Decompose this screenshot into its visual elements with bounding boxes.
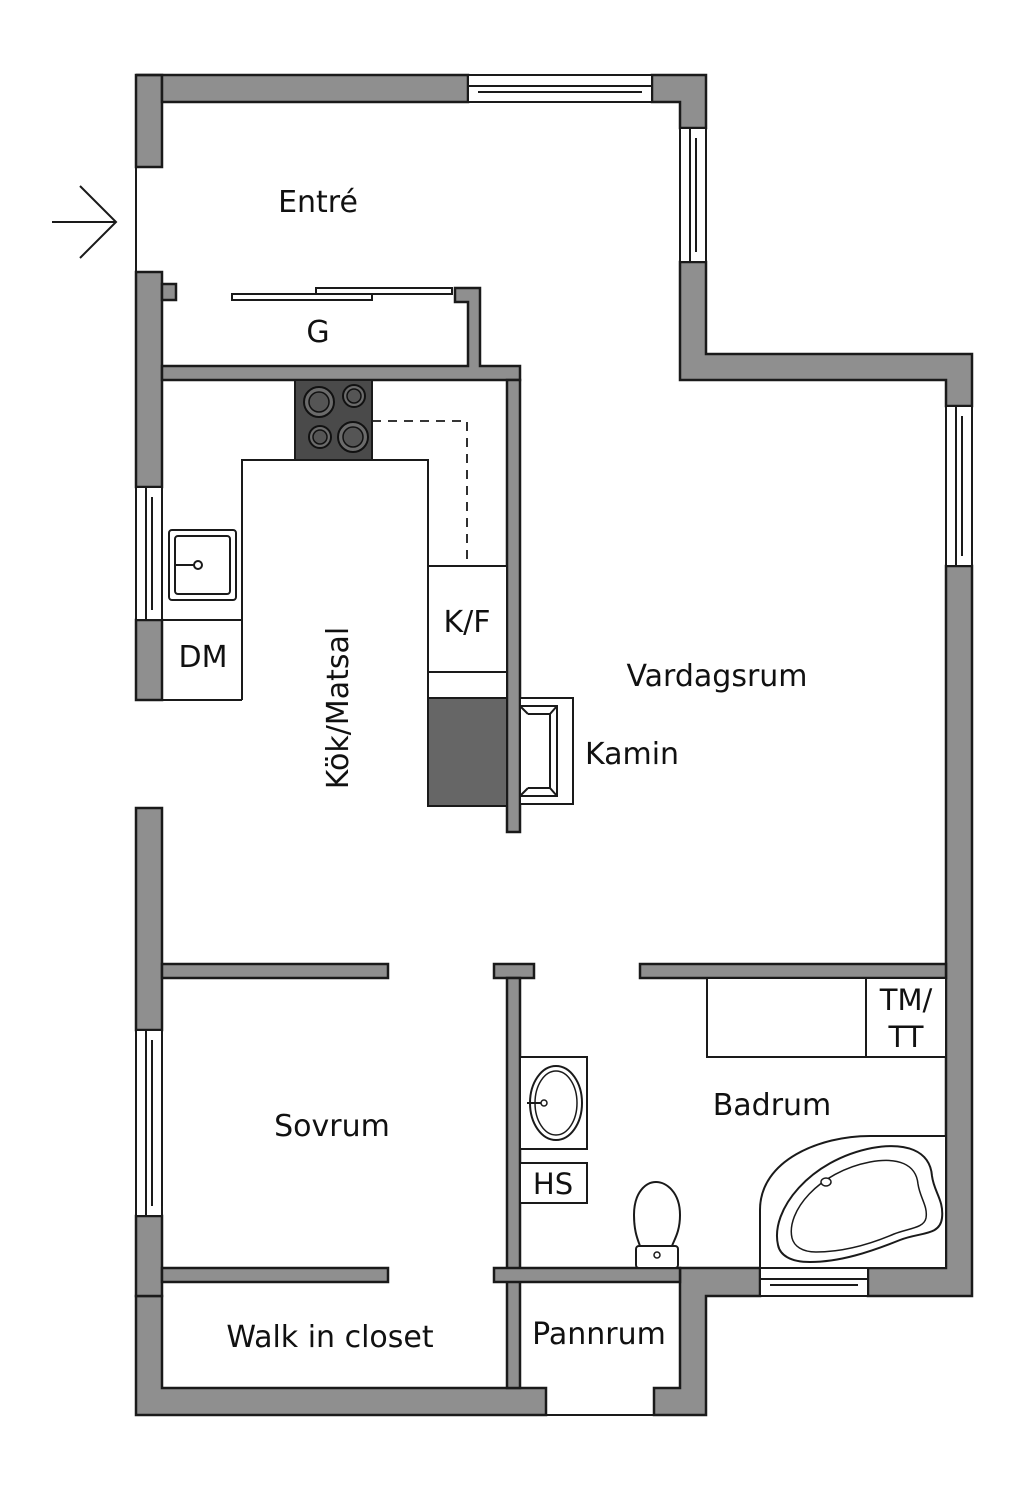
wall-top bbox=[136, 73, 470, 104]
label-kok-matsal: Kök/Matsal bbox=[321, 627, 356, 789]
label-tvattmaskin-2: TT bbox=[888, 1020, 924, 1054]
label-tvattmaskin-1: TM/ bbox=[879, 983, 933, 1017]
basin-cabinet bbox=[519, 1162, 588, 1204]
wall-bottom bbox=[134, 1294, 548, 1417]
fireplace-icon bbox=[427, 697, 574, 807]
wall-left-bedroom bbox=[134, 1214, 164, 1298]
label-entre: Entré bbox=[278, 185, 358, 220]
bathroom-fixtures bbox=[519, 977, 947, 1269]
stove-icon bbox=[294, 379, 373, 461]
laundry-counter bbox=[706, 977, 947, 1058]
walls bbox=[134, 73, 974, 1417]
entrance-arrow-icon bbox=[52, 185, 118, 259]
toilet-icon bbox=[632, 1180, 682, 1269]
label-badrum: Badrum bbox=[713, 1088, 832, 1123]
room-labels: Entré G Kök/Matsal K/F DM Vardagsrum Kam… bbox=[179, 185, 933, 1355]
label-sovrum: Sovrum bbox=[274, 1109, 390, 1144]
wall-bedroom-top bbox=[160, 962, 390, 980]
wall-bottom-right bbox=[652, 1266, 762, 1417]
label-handfat-skap: HS bbox=[533, 1167, 573, 1201]
wall-left-mid bbox=[134, 270, 164, 489]
label-diskmaskin: DM bbox=[179, 640, 228, 675]
overhead-cabinet bbox=[372, 420, 468, 566]
kitchen-fixtures bbox=[162, 379, 508, 806]
wall-left-top bbox=[134, 73, 164, 169]
kitchen-sink-icon bbox=[168, 529, 237, 601]
window-living-right bbox=[945, 405, 973, 567]
washbasin-icon bbox=[519, 1056, 588, 1150]
wall-kitchen-living bbox=[505, 378, 522, 834]
label-kamin: Kamin bbox=[585, 737, 679, 772]
closet-sliding-doors bbox=[231, 287, 453, 301]
wall-left-kitchen bbox=[134, 618, 164, 702]
wall-bath-top-right bbox=[638, 962, 948, 980]
label-walk-in-closet: Walk in closet bbox=[226, 1320, 434, 1355]
wall-bedroom-bath bbox=[505, 976, 522, 1390]
windows bbox=[135, 74, 973, 1297]
label-vardagsrum: Vardagsrum bbox=[626, 659, 807, 694]
label-kyl-frys: K/F bbox=[443, 605, 490, 640]
window-bath-bottom bbox=[759, 1267, 869, 1297]
wall-closet-g-right bbox=[160, 286, 522, 382]
wall-left-lower bbox=[134, 806, 164, 1032]
wall-top-right bbox=[650, 73, 708, 130]
wall-bath-top-left bbox=[492, 962, 536, 980]
window-bedroom-left bbox=[135, 1029, 163, 1217]
fridge-freezer bbox=[427, 565, 508, 673]
window-top bbox=[467, 74, 653, 103]
corner-bathtub-icon bbox=[759, 1135, 947, 1269]
wall-entry-right bbox=[678, 260, 974, 408]
wall-closet-top bbox=[160, 1266, 390, 1284]
counter-below-fridge bbox=[427, 671, 508, 699]
window-entry-right bbox=[679, 127, 707, 263]
wall-closet-g bbox=[160, 282, 178, 302]
label-garderob: G bbox=[306, 315, 329, 350]
wall-pannrum-top bbox=[492, 1266, 682, 1284]
entrance bbox=[52, 167, 137, 272]
label-pannrum: Pannrum bbox=[532, 1317, 666, 1352]
window-kitchen-left bbox=[135, 486, 163, 621]
kitchen-counter-left bbox=[162, 619, 242, 701]
